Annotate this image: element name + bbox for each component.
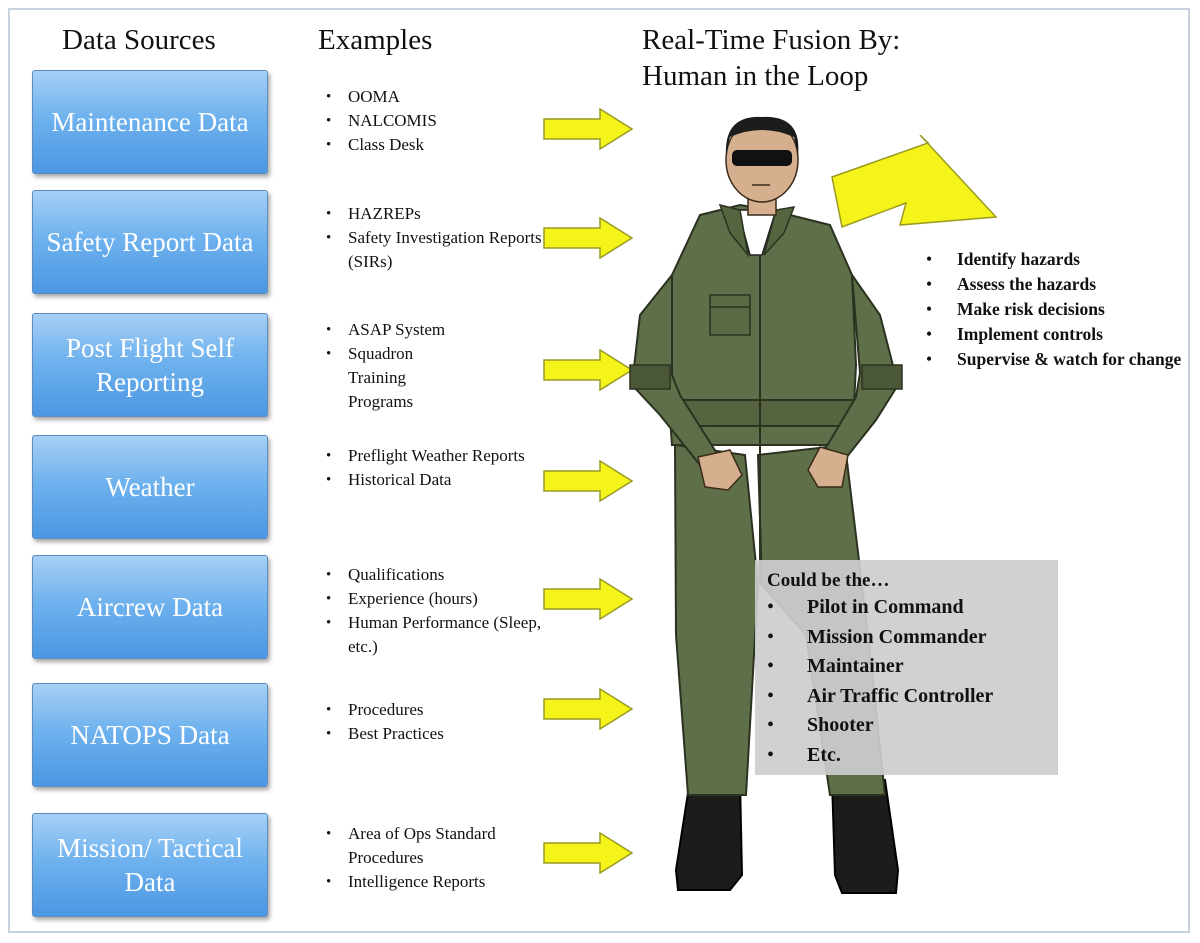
list-item: Class Desk [322,133,547,157]
list-item: Best Practices [322,722,547,746]
roles-title: Could be the… [767,570,890,591]
examples-list-aircrew: Qualifications Experience (hours) Human … [322,563,547,659]
roles-list: Pilot in Command Mission Commander Maint… [767,593,1046,770]
fusion-header: Real-Time Fusion By: Human in the Loop [642,22,1002,94]
list-item: Supervise & watch for change [924,347,1186,372]
yellow-arrow-icon [543,578,634,620]
source-box-safety-report: Safety Report Data [32,190,268,294]
list-item: Historical Data [322,468,547,492]
list-item: Air Traffic Controller [767,682,1046,712]
fusion-header-line1: Real-Time Fusion By: [642,24,901,56]
risk-steps-list: Identify hazards Assess the hazards Make… [924,247,1186,372]
source-box-weather: Weather [32,435,268,539]
roles-box: Could be the… Pilot in Command Mission C… [755,560,1058,775]
list-item: OOMA [322,85,547,109]
list-item: NALCOMIS [322,109,547,133]
list-item: Implement controls [924,322,1186,347]
yellow-arrow-icon [543,832,634,874]
source-box-aircrew: Aircrew Data [32,555,268,659]
source-label: Maintenance Data [51,107,249,137]
list-item: Area of Ops Standard Procedures [322,822,548,870]
yellow-arrow-icon [543,349,634,391]
yellow-arrow-icon [543,217,634,259]
list-item: ASAP System [322,318,547,342]
list-item: Human Performance (Sleep, etc.) [322,611,547,659]
list-item: Maintainer [767,652,1046,682]
list-item: Preflight Weather Reports [322,444,528,468]
source-label: Weather [105,472,195,502]
list-item: Intelligence Reports [322,870,547,894]
list-item: Mission Commander [767,623,1046,653]
examples-list-safety-report: HAZREPs Safety Investigation Reports (SI… [322,202,547,274]
list-item: Shooter [767,711,1046,741]
list-item: Identify hazards [924,247,1186,272]
list-item: Assess the hazards [924,272,1186,297]
source-box-natops: NATOPS Data [32,683,268,787]
list-item: Safety Investigation Reports (SIRs) [322,226,547,274]
yellow-arrow-icon [543,460,634,502]
examples-list-natops: Procedures Best Practices [322,698,547,746]
source-label: Aircrew Data [76,592,224,622]
source-box-maintenance: Maintenance Data [32,70,268,174]
examples-header: Examples [318,24,433,56]
yellow-arrow-icon [543,108,634,150]
source-label: Mission/ Tactical Data [57,833,243,897]
source-label: NATOPS Data [70,720,230,750]
examples-list-weather: Preflight Weather Reports Historical Dat… [322,444,547,492]
list-item: Pilot in Command [767,593,1046,623]
yellow-arrow-icon [543,688,634,730]
examples-list-post-flight: ASAP System Squadron Training Programs [322,318,547,414]
list-item: Qualifications [322,563,547,587]
source-box-post-flight: Post Flight Self Reporting [32,313,268,417]
list-item: Procedures [322,698,547,722]
examples-list-mission-tactical: Area of Ops Standard Procedures Intellig… [322,822,547,894]
list-item: Squadron Training Programs [322,342,458,414]
source-label: Post Flight Self Reporting [65,333,235,397]
list-item: HAZREPs [322,202,547,226]
fusion-header-line2: Human in the Loop [642,60,869,92]
yellow-arrow-icon [831,135,998,229]
list-item: Etc. [767,741,1046,771]
list-item: Make risk decisions [924,297,1186,322]
source-label: Safety Report Data [46,227,254,257]
examples-list-maintenance: OOMA NALCOMIS Class Desk [322,85,547,157]
source-box-mission-tactical: Mission/ Tactical Data [32,813,268,917]
list-item: Experience (hours) [322,587,547,611]
data-sources-header: Data Sources [62,24,216,56]
